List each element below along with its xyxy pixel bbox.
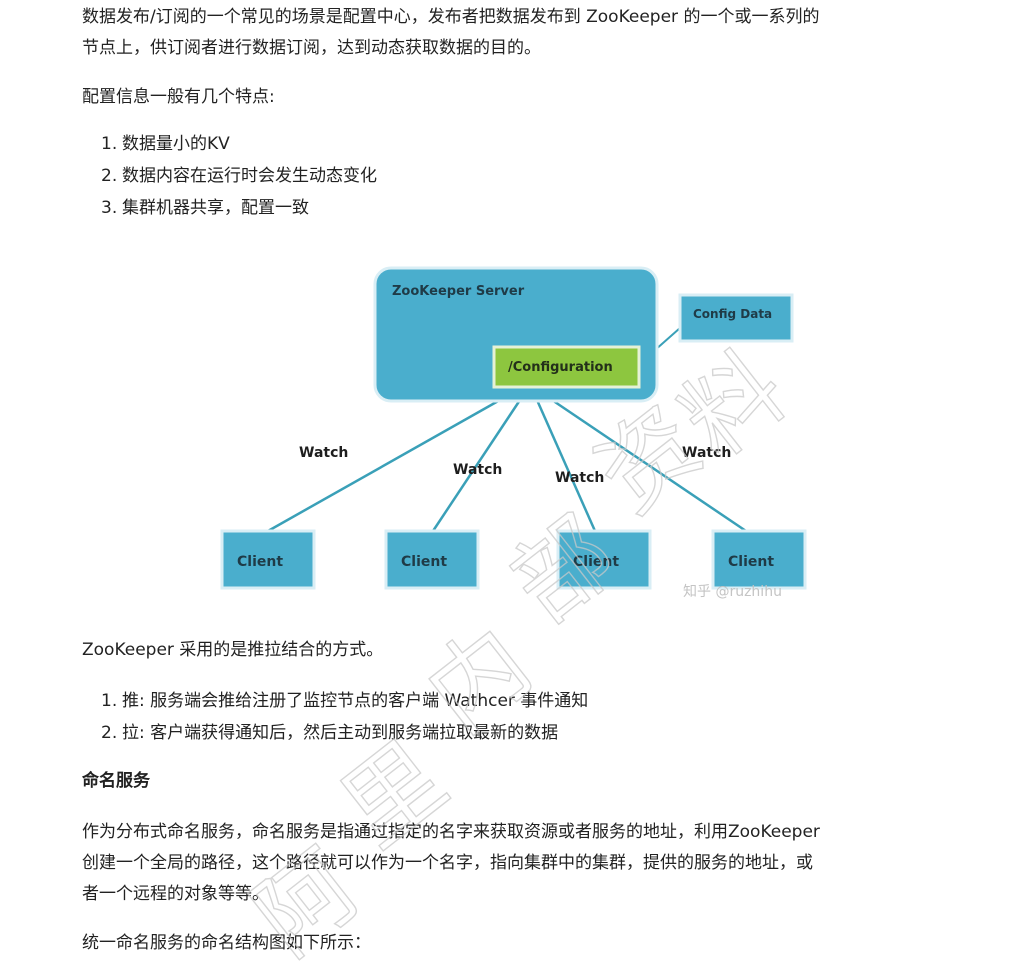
client-box bbox=[220, 529, 316, 590]
list-text: 数据量小的KV bbox=[122, 134, 230, 154]
list-text: 集群机器共享，配置一致 bbox=[122, 198, 309, 218]
server-label: ZooKeeper Server bbox=[392, 284, 525, 299]
naming-line-3: 者一个远程的对象等等。 bbox=[82, 884, 269, 904]
push-pull-list: 1.推: 服务端会推给注册了监控节点的客户端 Wathcer 事件通知 2.拉:… bbox=[101, 685, 961, 749]
client-label: Client bbox=[237, 554, 283, 570]
config-data-label: Config Data bbox=[693, 307, 772, 321]
list-number: 1. bbox=[101, 691, 118, 711]
configuration-node bbox=[492, 345, 641, 389]
watch-edge bbox=[267, 398, 501, 533]
watermark: 阿 里 内 部 资 料 bbox=[233, 330, 807, 972]
intro-line-1: 数据发布/订阅的一个常见的场景是配置中心，发布者把数据发布到 ZooKeeper… bbox=[82, 7, 820, 27]
watermark-glyph: 阿 bbox=[234, 829, 379, 972]
features-title: 配置信息一般有几个特点: bbox=[82, 87, 275, 107]
watch-label: Watch bbox=[299, 445, 348, 461]
watermark-glyph: 里 bbox=[321, 721, 466, 868]
naming-diagram-intro: 统一命名服务的命名结构图如下所示： bbox=[82, 933, 371, 953]
watch-edge bbox=[535, 399, 597, 532]
list-item: 2.拉: 客户端获得通知后，然后主动到服务端拉取最新的数据 bbox=[101, 717, 961, 749]
watermark-glyph: 部 bbox=[491, 496, 636, 643]
config-data-box bbox=[678, 293, 794, 343]
image-credit: 知乎 @ruzhihu bbox=[683, 583, 782, 600]
list-text: 推: 服务端会推给注册了监控节点的客户端 Wathcer 事件通知 bbox=[122, 691, 589, 711]
naming-paragraph: 作为分布式命名服务，命名服务是指通过指定的名字来获取资源或者服务的地址，利用Zo… bbox=[82, 817, 962, 910]
naming-line-2: 创建一个全局的路径，这个路径就可以作为一个名字，指向集群中的集群，提供的服务的地… bbox=[82, 853, 813, 873]
watch-edge bbox=[551, 398, 747, 533]
watermark-glyph: 内 bbox=[406, 606, 551, 753]
list-item: 1.数据量小的KV bbox=[101, 128, 961, 160]
list-number: 2. bbox=[101, 723, 118, 743]
client-box bbox=[711, 529, 807, 590]
list-text: 数据内容在运行时会发生动态变化 bbox=[122, 166, 377, 186]
list-number: 3. bbox=[101, 198, 118, 218]
push-pull-title: ZooKeeper 采用的是推拉结合的方式。 bbox=[82, 640, 384, 660]
list-item: 3.集群机器共享，配置一致 bbox=[101, 192, 961, 224]
client-label: Client bbox=[728, 554, 774, 570]
watch-edge bbox=[431, 399, 522, 532]
watch-label: Watch bbox=[682, 445, 731, 461]
list-number: 2. bbox=[101, 166, 118, 186]
features-list: 1.数据量小的KV 2.数据内容在运行时会发生动态变化 3.集群机器共享，配置一… bbox=[101, 128, 961, 224]
client-box bbox=[556, 529, 652, 590]
client-label: Client bbox=[573, 554, 619, 570]
list-text: 拉: 客户端获得通知后，然后主动到服务端拉取最新的数据 bbox=[122, 723, 559, 743]
list-item: 2.数据内容在运行时会发生动态变化 bbox=[101, 160, 961, 192]
intro-paragraph: 数据发布/订阅的一个常见的场景是配置中心，发布者把数据发布到 ZooKeeper… bbox=[82, 2, 962, 64]
client-box bbox=[384, 529, 480, 590]
configuration-label: /Configuration bbox=[508, 360, 613, 375]
naming-heading: 命名服务 bbox=[82, 771, 150, 791]
list-number: 1. bbox=[101, 134, 118, 154]
watch-label: Watch bbox=[555, 470, 604, 486]
list-item: 1.推: 服务端会推给注册了监控节点的客户端 Wathcer 事件通知 bbox=[101, 685, 961, 717]
watch-label: Watch bbox=[453, 462, 502, 478]
naming-line-1: 作为分布式命名服务，命名服务是指通过指定的名字来获取资源或者服务的地址，利用Zo… bbox=[82, 822, 820, 842]
intro-line-2: 节点上，供订阅者进行数据订阅，达到动态获取数据的目的。 bbox=[82, 38, 541, 58]
client-label: Client bbox=[401, 554, 447, 570]
